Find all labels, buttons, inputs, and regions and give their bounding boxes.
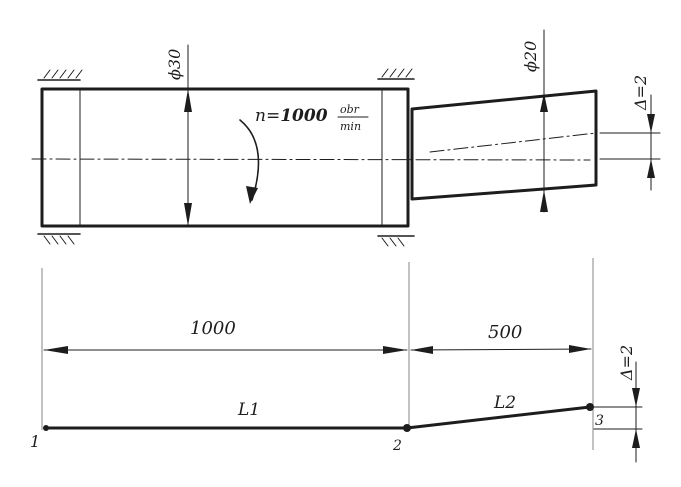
diameter-20-label: ϕ20 [521, 41, 540, 72]
diameter-30-label: ϕ30 [165, 49, 184, 80]
runout-top-label: Δ=2 [631, 75, 650, 111]
speed-prefix: n= [255, 106, 280, 126]
element-L2-line [405, 405, 592, 430]
support-right-bottom [377, 235, 415, 247]
speed-unit-bottom: min [340, 120, 361, 133]
dimension-1000-label: 1000 [190, 318, 236, 339]
node-3-marker [586, 403, 594, 411]
runout-bottom-arrow-lower [632, 429, 640, 448]
tilted-axis-line [429, 132, 597, 153]
node-1-marker [43, 425, 49, 431]
speed-unit-top: obr [340, 103, 360, 116]
node-1-label: 1 [30, 432, 40, 451]
diameter-20-arrow-bottom [540, 190, 548, 212]
runout-bottom-arrow-upper [632, 388, 640, 407]
dimension-1000-arrow-left [44, 346, 68, 354]
support-left-bottom [37, 233, 81, 245]
node-2-label: 2 [392, 438, 402, 454]
length-dimensions: 1000 500 [41, 258, 594, 450]
element-L1-label: L1 [237, 400, 260, 420]
dimension-1000-arrow-right [383, 346, 407, 354]
support-right-top [377, 68, 415, 80]
shaft-drawing: ϕ30 ϕ20 n=1000 obr min Δ=2 [31, 29, 661, 247]
runout-top-arrow-upper [647, 114, 655, 133]
small-shaft-section [410, 89, 598, 201]
dimension-500-arrow-right [569, 345, 591, 353]
speed-label: n=1000 [255, 106, 328, 126]
runout-top-arrow-lower [647, 159, 655, 178]
node-3-label: 3 [595, 413, 604, 429]
diameter-20-arrow-top [540, 93, 548, 112]
large-shaft-section [40, 87, 410, 228]
support-left-top [37, 69, 83, 81]
speed-value: 1000 [280, 106, 327, 126]
dimension-line-500 [410, 348, 592, 351]
diameter-30-arrow-bottom [184, 203, 192, 226]
runout-bottom-label: Δ=2 [617, 345, 636, 381]
diameter-30-arrow-top [184, 89, 192, 112]
rotation-arrow-head [246, 186, 258, 204]
node-2-marker [403, 424, 411, 432]
shaft-center-line [31, 158, 591, 161]
element-L2-label: L2 [493, 393, 516, 413]
beam-model: L1 L2 1 2 3 Δ=2 [30, 345, 643, 463]
dimension-500-label: 500 [488, 322, 522, 343]
dimension-500-arrow-left [411, 346, 433, 354]
